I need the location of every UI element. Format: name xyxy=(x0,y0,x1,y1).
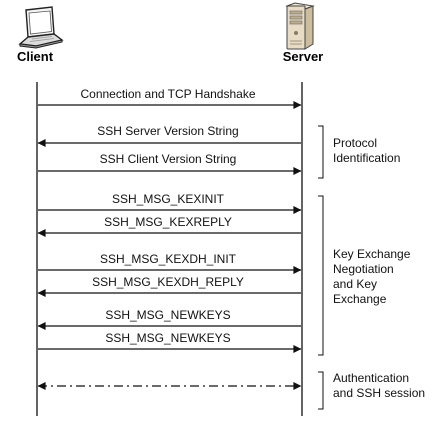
phase-label-line: Key Exchange xyxy=(333,247,411,261)
phase-bracket xyxy=(318,195,324,356)
message-label: SSH_MSG_NEWKEYS xyxy=(105,331,230,345)
message-label: SSH_MSG_KEXDH_INIT xyxy=(100,252,237,266)
laptop-icon xyxy=(18,6,64,49)
message-arrow: SSH Server Version String xyxy=(37,124,301,147)
server-label: Server xyxy=(283,49,323,64)
message-label: SSH_MSG_KEXDH_REPLY xyxy=(92,275,244,289)
phase-label-line: Identification xyxy=(333,151,400,165)
phase-label-line: Protocol xyxy=(333,136,377,150)
message-arrow: SSH_MSG_NEWKEYS xyxy=(38,331,302,353)
message-arrow: SSH_MSG_KEXDH_REPLY xyxy=(37,275,301,297)
message-label: SSH_MSG_KEXREPLY xyxy=(104,215,232,229)
phase-label-line: and Key xyxy=(333,277,377,291)
phase-bracket xyxy=(318,125,324,179)
message-label: SSH_MSG_KEXINIT xyxy=(112,192,225,206)
message-arrow: SSH_MSG_KEXREPLY xyxy=(37,215,301,237)
message-arrow: SSH Client Version String xyxy=(38,152,302,175)
message-label: Connection and TCP Handshake xyxy=(80,87,255,101)
phase-label-line: and SSH session xyxy=(333,386,425,400)
phase-label-line: Exchange xyxy=(333,292,387,306)
message-label: SSH Server Version String xyxy=(97,124,238,138)
message-label: SSH Client Version String xyxy=(100,152,237,166)
message-arrow: Connection and TCP Handshake xyxy=(38,87,302,109)
client-label: Client xyxy=(17,49,54,64)
message-arrow: SSH_MSG_KEXDH_INIT xyxy=(38,252,302,274)
message-arrow: SSH_MSG_KEXINIT xyxy=(38,192,302,214)
message-arrow: SSH_MSG_NEWKEYS xyxy=(37,308,301,330)
phase-label-line: Authentication xyxy=(333,371,409,385)
phase-label-line: Negotiation xyxy=(333,262,394,276)
message-label: SSH_MSG_NEWKEYS xyxy=(105,308,230,322)
server-tower-icon xyxy=(285,2,315,50)
phase-bracket xyxy=(318,371,324,410)
